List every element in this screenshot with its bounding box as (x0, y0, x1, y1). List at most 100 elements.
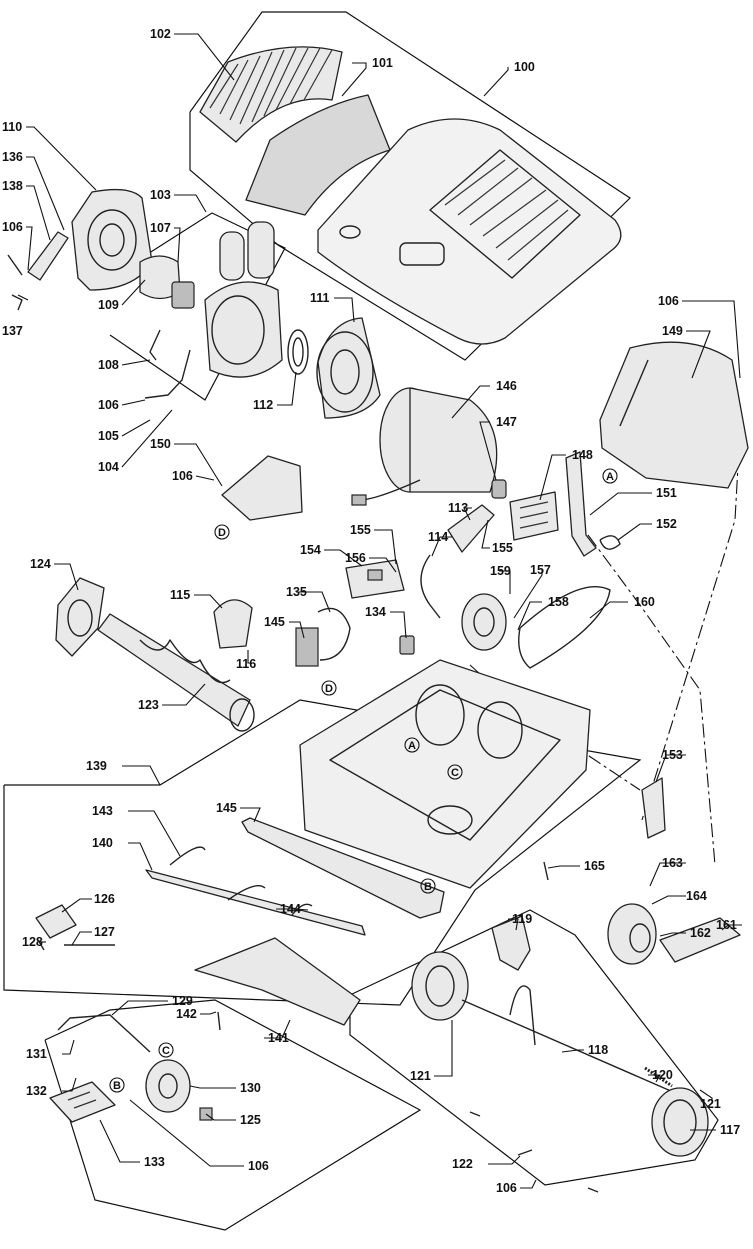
label-106-a: 106 (2, 220, 23, 234)
marker-d-2: D (321, 680, 337, 696)
label-160: 160 (634, 595, 655, 609)
label-105: 105 (98, 429, 119, 443)
label-138: 138 (2, 179, 23, 193)
part-plate-110 (71, 188, 153, 291)
label-128: 128 (22, 935, 43, 949)
label-104: 104 (98, 460, 119, 474)
svg-text:A: A (606, 471, 614, 483)
marker-d-1: D (214, 524, 230, 540)
label-103: 103 (150, 188, 171, 202)
part-cover-149 (599, 341, 749, 489)
marker-c-2: C (158, 1042, 174, 1058)
label-115: 115 (170, 588, 190, 602)
label-121-b: 121 (700, 1097, 721, 1111)
label-165: 165 (584, 859, 605, 873)
part-labels: 102 101 100 110 136 138 103 106 107 137 … (2, 27, 740, 1195)
part-bracket-119 (491, 915, 531, 971)
svg-text:B: B (424, 881, 432, 893)
leader-lines (17, 33, 742, 1189)
label-133: 133 (144, 1155, 165, 1169)
part-mainmotor-146 (351, 387, 498, 506)
part-strip-140 (145, 846, 366, 936)
label-108: 108 (98, 358, 119, 372)
svg-text:D: D (218, 527, 226, 539)
label-107: 107 (150, 221, 171, 235)
label-124: 124 (30, 557, 51, 571)
label-119: 119 (512, 912, 532, 926)
marker-b-2: B (109, 1077, 125, 1093)
label-135: 135 (286, 585, 307, 599)
label-106-f: 106 (496, 1181, 517, 1195)
part-motor-103 (204, 221, 283, 378)
label-145-b: 145 (216, 801, 237, 815)
label-120: 120 (652, 1068, 673, 1082)
label-149: 149 (662, 324, 683, 338)
label-148: 148 (572, 448, 593, 462)
label-106-c: 106 (98, 398, 119, 412)
label-121-a: 121 (410, 1069, 431, 1083)
label-156: 156 (345, 551, 366, 565)
label-157: 157 (530, 563, 551, 577)
label-151: 151 (656, 486, 677, 500)
label-110: 110 (2, 120, 22, 134)
label-106-d: 106 (172, 469, 193, 483)
label-154: 154 (300, 543, 321, 557)
label-130: 130 (240, 1081, 261, 1095)
part-base-139 (299, 659, 591, 889)
part-bumper-145 (241, 817, 445, 919)
part-guard-115 (213, 599, 351, 667)
label-123: 123 (138, 698, 159, 712)
part-grille-102 (199, 46, 343, 143)
label-146: 146 (496, 379, 517, 393)
label-153: 153 (662, 748, 683, 762)
label-114: 114 (428, 530, 448, 544)
svg-text:D: D (325, 683, 333, 695)
label-116: 116 (236, 657, 256, 671)
label-100: 100 (514, 60, 535, 74)
label-112: 112 (253, 398, 273, 412)
part-bracket-153 (641, 777, 666, 839)
label-106-e: 106 (248, 1159, 269, 1173)
label-129: 129 (172, 994, 193, 1008)
part-ring-112 (287, 329, 309, 375)
label-118: 118 (588, 1043, 608, 1057)
label-164: 164 (686, 889, 707, 903)
part-endcap-124 (55, 577, 105, 657)
label-117: 117 (720, 1123, 740, 1137)
part-rod-129 (49, 1014, 213, 1123)
label-101: 101 (372, 56, 393, 70)
label-134: 134 (365, 605, 386, 619)
label-161: 161 (716, 918, 737, 932)
part-pulley-157 (461, 586, 611, 669)
part-switch-113 (345, 504, 495, 619)
label-162: 162 (690, 926, 711, 940)
label-131: 131 (26, 1047, 47, 1061)
label-122: 122 (452, 1157, 473, 1171)
reference-markers: A D D A C B C B (109, 468, 618, 1093)
label-136: 136 (2, 150, 23, 164)
label-155-b: 155 (492, 541, 513, 555)
part-axle-118 (411, 951, 709, 1157)
label-127: 127 (94, 925, 115, 939)
label-140: 140 (92, 836, 113, 850)
label-126: 126 (94, 892, 115, 906)
label-142: 142 (176, 1007, 197, 1021)
label-152: 152 (656, 517, 677, 531)
label-145-a: 145 (264, 615, 285, 629)
part-latch-136 (7, 231, 69, 311)
label-159: 159 (490, 564, 511, 578)
label-106-b: 106 (658, 294, 679, 308)
svg-text:C: C (162, 1045, 170, 1057)
svg-text:A: A (408, 740, 416, 752)
label-113: 113 (448, 501, 468, 515)
svg-text:C: C (451, 767, 459, 779)
label-150: 150 (150, 437, 171, 451)
label-137: 137 (2, 324, 23, 338)
label-109: 109 (98, 298, 119, 312)
part-brushroll-123 (97, 613, 255, 732)
marker-c-1: C (447, 764, 463, 780)
part-panel-150 (221, 455, 303, 521)
part-bracket-148 (491, 479, 559, 541)
